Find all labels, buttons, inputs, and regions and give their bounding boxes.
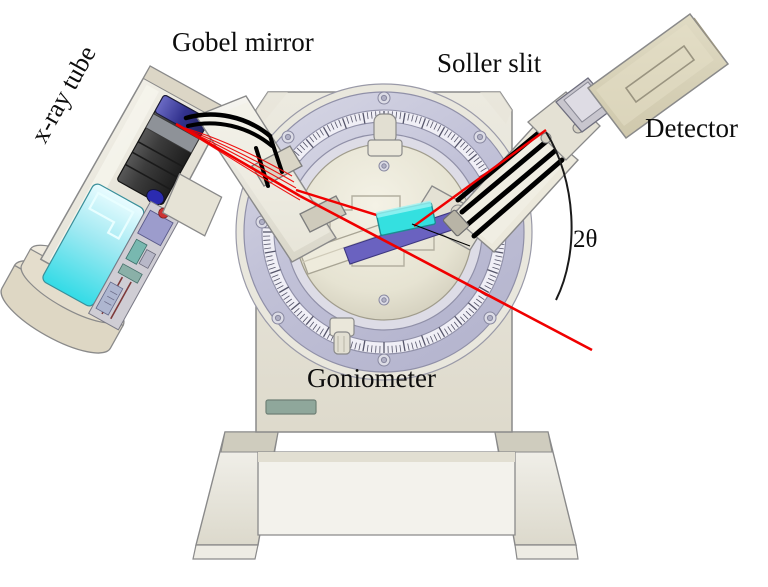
foot-right-pad [514, 544, 579, 560]
detector-slot [624, 44, 696, 104]
detector-body-highlight [596, 24, 714, 126]
foot-right-top [494, 431, 553, 453]
detector-end-cap [693, 17, 723, 57]
label-detector: Detector [645, 113, 738, 143]
transmitted-beam [299, 194, 593, 352]
mirror-arm-collar-2 [299, 195, 347, 233]
cabinet-chamfer-left [256, 92, 288, 124]
tube-output-neck [161, 173, 223, 237]
base-plinth-shadow [258, 452, 515, 462]
tube-window-reflection [88, 191, 135, 240]
two-theta-arc [545, 131, 573, 301]
detector-assembly [555, 12, 730, 140]
incident-beam-axis [175, 122, 301, 198]
label-soller-slit: Soller slit [437, 48, 542, 78]
foot-left-pad [192, 544, 259, 560]
status-indicator [265, 399, 317, 415]
bottom-clamp-knob[interactable] [329, 317, 355, 355]
tube-collar-1 [145, 113, 200, 154]
tube-electronics [87, 200, 182, 331]
label-two-theta: 2θ [573, 226, 598, 253]
cabinet-chamfer-right [480, 92, 512, 124]
base-plinth [257, 451, 516, 536]
label-goniometer: Goniometer [307, 363, 436, 393]
xray-tube-assembly [0, 65, 229, 354]
mirror-multilayer-arc-2 [186, 121, 274, 148]
mirror-multilayer-arc-1 [183, 112, 273, 139]
soller-entrance-aperture [442, 209, 470, 237]
sample-specimen-highlight [376, 200, 432, 218]
foot-left-top [220, 431, 279, 453]
tube-ribs [125, 141, 184, 191]
diffracted-beam [413, 129, 547, 227]
top-clamp-knob[interactable] [367, 113, 403, 157]
goniometer-base-feet [192, 431, 579, 560]
label-gobel-mirror: Gobel mirror [172, 27, 314, 57]
mirror-blade-1 [268, 134, 284, 174]
diffracted-beam-guide [411, 223, 471, 247]
